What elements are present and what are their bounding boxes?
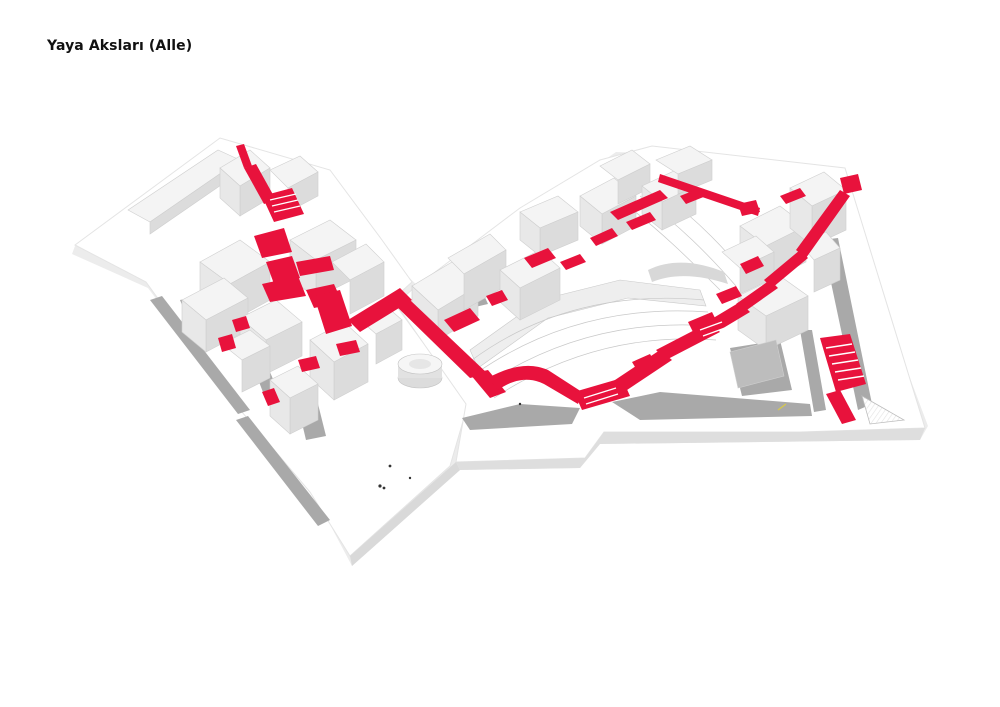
axis-segment [232, 316, 250, 332]
axis-main [700, 302, 750, 336]
shadow-east-road [612, 392, 812, 420]
axis-segment [486, 290, 508, 306]
axis-main [840, 174, 862, 194]
axis-main [574, 378, 630, 410]
cast-shadows [150, 238, 872, 526]
axis-north [610, 190, 668, 220]
page-title: Yaya Aksları (Alle) [47, 38, 193, 54]
zebra-crossing-1 [269, 193, 301, 213]
axis-segment [262, 276, 306, 302]
shadow-west-edge-1 [150, 296, 250, 414]
zebra-crossing-3 [825, 343, 865, 381]
axis-main-curve [488, 365, 582, 404]
pedestrian-axes [218, 144, 866, 424]
ground-plate-edge-south-east [456, 428, 925, 470]
axis-main [390, 300, 488, 378]
axis-main [656, 322, 720, 360]
building [721, 235, 775, 295]
building [309, 321, 369, 401]
zebra-crossing-2 [583, 387, 619, 405]
axis-north [738, 200, 760, 216]
zebra-crossing-4 [699, 321, 726, 337]
grandstand-wave-roof [648, 262, 728, 284]
axis-segment [560, 254, 586, 270]
axis-segment [254, 228, 292, 258]
axis-segment [626, 212, 656, 230]
shadow-east-plaza [462, 404, 580, 430]
shadow-west-edge-2 [236, 416, 330, 526]
building [221, 329, 271, 393]
triangular-plaza [861, 395, 906, 425]
axis-main [796, 190, 850, 258]
axis-segment [266, 256, 300, 284]
axis-main [736, 280, 778, 312]
axis-segment [590, 228, 618, 246]
shadow-east-edge-2 [800, 330, 826, 412]
axis-segment [632, 354, 656, 372]
zebra-crossings [269, 193, 865, 405]
axis-segment [524, 248, 556, 268]
axis-segment [716, 286, 742, 304]
axis-segment [680, 188, 706, 204]
ground-plate-edge-south [350, 462, 460, 566]
building [331, 243, 385, 315]
axis-segment [314, 290, 352, 334]
axis-segment [262, 188, 304, 222]
axis-main [612, 350, 672, 392]
axis-north [780, 188, 806, 204]
axis-segment [296, 256, 334, 276]
building-dark [729, 339, 785, 389]
axis-segment [298, 356, 320, 372]
axis-main [470, 370, 506, 398]
building [799, 231, 841, 293]
yellow-marker [777, 403, 787, 411]
building [359, 305, 403, 365]
axis-segment [244, 164, 276, 204]
axis-main [764, 250, 808, 288]
axis-segment [826, 390, 856, 424]
axis-segment [218, 334, 236, 352]
axis-segment [336, 340, 360, 356]
street-figures [378, 402, 522, 490]
axis-segment [444, 308, 480, 332]
axis-segment [236, 144, 252, 168]
building [519, 195, 579, 257]
circular-tower [397, 353, 443, 389]
axis-segment [262, 388, 280, 406]
building [181, 277, 249, 353]
axis-segment [688, 312, 718, 334]
axis-segment [740, 256, 764, 274]
axis-main [348, 288, 412, 332]
axis-north [658, 174, 760, 216]
